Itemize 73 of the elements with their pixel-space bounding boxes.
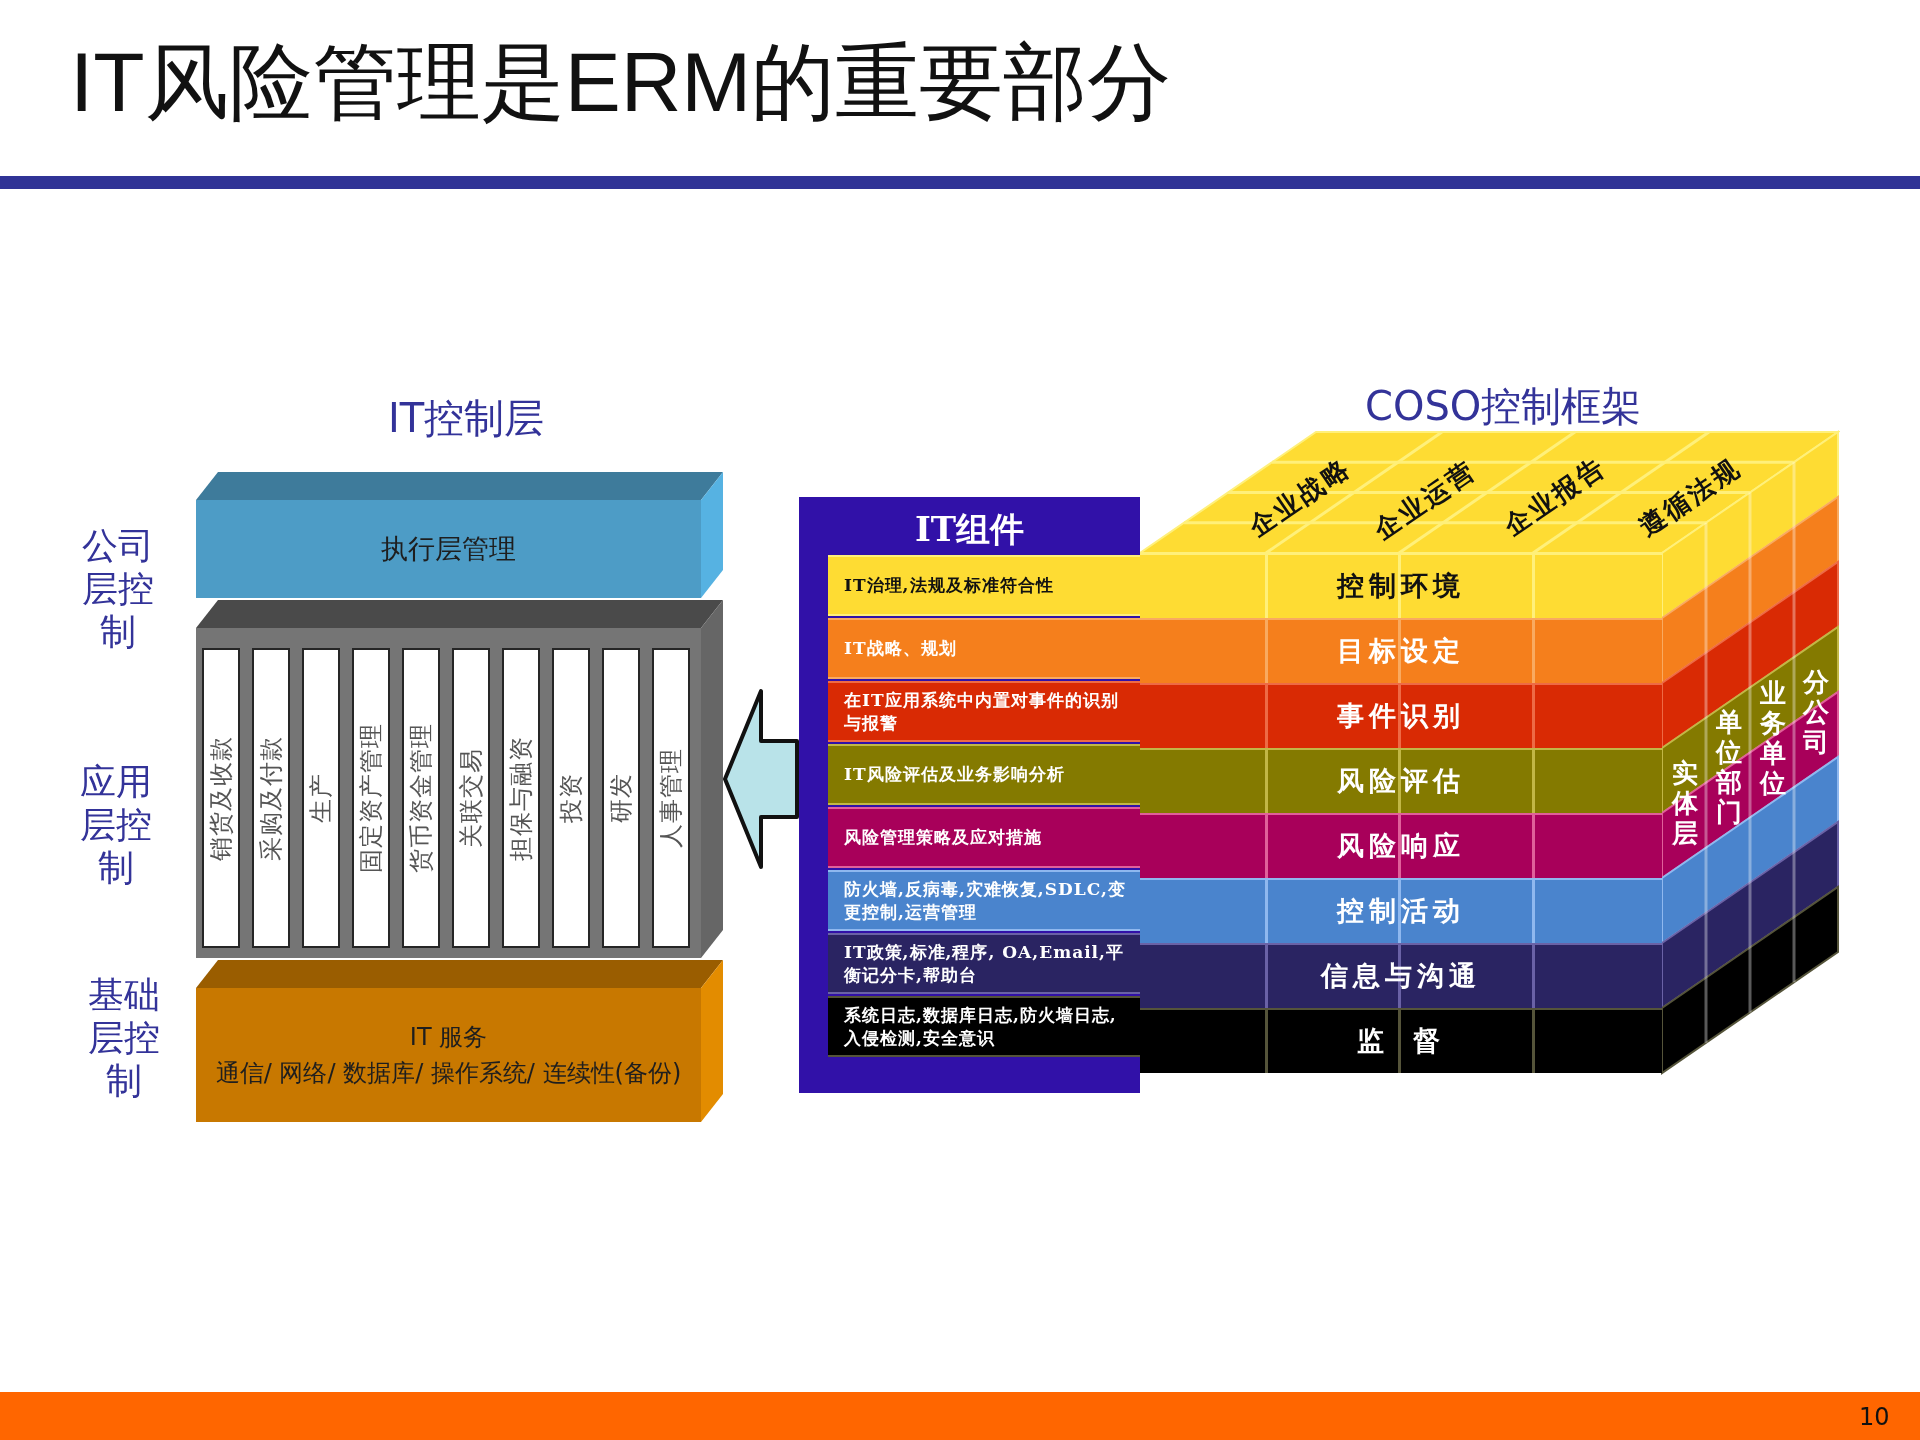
block-label: 执行层管理 [381, 531, 516, 566]
process-column [402, 648, 440, 948]
process-column [552, 648, 590, 948]
process-column [352, 648, 390, 948]
component-band [828, 555, 1140, 616]
column-label: 关联交易 [459, 748, 483, 848]
process-column [452, 648, 490, 948]
group-heading: COSO控制框架 [1365, 386, 1642, 426]
process-column [602, 648, 640, 948]
component-band [828, 744, 1140, 805]
cube-layer [1140, 878, 1662, 943]
tier-label: 公司层控制 [81, 524, 155, 654]
unit-label: 单位部门 [1716, 707, 1742, 827]
group-heading: IT控制层 [388, 398, 545, 438]
column-label: 销货及收款 [209, 735, 233, 861]
component-band [828, 618, 1140, 679]
tier-label: 应用层控制 [79, 760, 153, 890]
band-label: 系统日志,数据库日志,防火墙日志,入侵检测,安全意识 [844, 1003, 1118, 1050]
column-label: 货币资金管理 [409, 723, 433, 873]
panel-heading: IT组件 [914, 509, 1025, 550]
layer-label: 风险评估 [1337, 765, 1465, 798]
cube-layer [1140, 1008, 1662, 1073]
objective-label: 企业战略 [1243, 451, 1357, 543]
block-label: 通信/ 网络/ 数据库/ 操作系统/ 连续性(备份) [215, 1058, 682, 1089]
column-label: 研发 [609, 773, 633, 823]
process-column [502, 648, 540, 948]
tier-label: 基础层控制 [87, 973, 161, 1103]
layer-label: 风险响应 [1337, 830, 1465, 863]
layer-label: 目标设定 [1337, 635, 1465, 668]
objective-label: 遵循法规 [1633, 451, 1747, 543]
component-band [828, 807, 1140, 868]
cube-layer [1140, 683, 1662, 748]
process-column [202, 648, 240, 948]
component-band [828, 933, 1140, 994]
page-number: 10 [1859, 1405, 1890, 1429]
layer-label: 信息与沟通 [1321, 960, 1481, 993]
component-band [828, 681, 1140, 742]
column-label: 生产 [309, 773, 333, 823]
unit-label: 分公司 [1803, 667, 1829, 757]
slide-title: IT风险管理是ERM的重要部分 [70, 36, 1172, 129]
column-label: 固定资产管理 [359, 723, 383, 873]
objective-label: 企业报告 [1498, 450, 1612, 542]
column-label: 人事管理 [659, 748, 683, 848]
unit-label: 业务单位 [1760, 678, 1786, 798]
layer-label: 控制活动 [1337, 895, 1465, 928]
cube-layer [1140, 943, 1662, 1008]
objective-label: 企业运营 [1368, 454, 1482, 546]
band-label: 风险管理策略及应对措施 [844, 826, 1042, 849]
cube-layer [1140, 553, 1662, 618]
band-label: IT风险评估及业务影响分析 [844, 763, 1065, 786]
unit-label: 实体层 [1672, 758, 1698, 848]
process-column [252, 648, 290, 948]
cube-layer [1140, 748, 1662, 813]
band-label: IT治理,法规及标准符合性 [844, 574, 1054, 597]
column-label: 采购及付款 [259, 735, 283, 861]
band-label: IT政策,标准,程序, OA,Email,平衡记分卡,帮助台 [844, 940, 1125, 987]
block-label: IT 服务 [409, 1022, 488, 1053]
layer-label: 监 督 [1356, 1025, 1446, 1058]
process-column [302, 648, 340, 948]
band-label: 在IT应用系统中内置对事件的识别与报警 [844, 688, 1120, 735]
band-label: 防火墙,反病毒,灾难恢复,SDLC,变更控制,运营管理 [844, 877, 1127, 924]
process-column [652, 648, 690, 948]
block-arrow [723, 689, 799, 869]
layer-label: 事件识别 [1337, 700, 1465, 733]
component-band [828, 996, 1140, 1057]
column-label: 投资 [559, 773, 583, 823]
component-panel [799, 497, 1140, 1093]
component-band [828, 870, 1140, 931]
cube-layer [1140, 618, 1662, 683]
band-label: IT战略、规划 [844, 637, 957, 660]
column-label: 担保与融资 [509, 735, 533, 861]
cube-layer [1140, 813, 1662, 878]
layer-label: 控制环境 [1337, 570, 1465, 603]
